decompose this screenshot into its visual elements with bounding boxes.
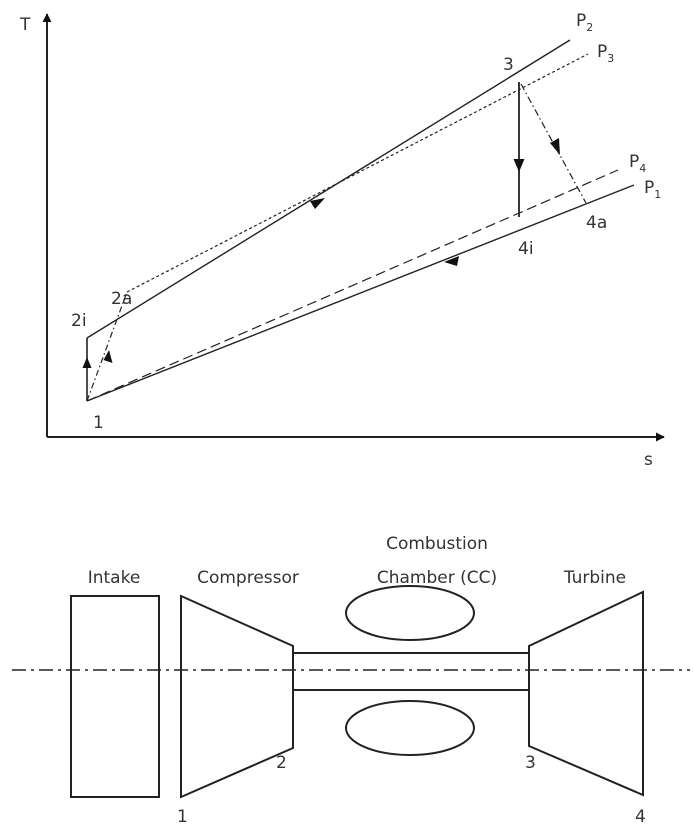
turbine-label: Turbine [563,568,626,588]
compressor-label: Compressor [197,568,299,588]
isobar-label-p2: P2 [576,11,593,34]
compressor-block [180,594,294,799]
combustion-label-line1: Combustion [386,534,488,554]
engine-schematic: Intake Compressor Combustion Chamber (CC… [12,534,690,827]
combustion-label-line2: Chamber (CC) [377,568,497,588]
isobar-p4 [86,169,619,402]
s-axis-label: s [644,450,653,470]
isobar-p3 [126,53,589,293]
state-label-1: 1 [93,413,104,433]
state-label-2i: 2i [71,311,87,331]
arrowhead-expansion [513,159,525,172]
arrowhead-heat-rejection [444,256,459,266]
intake-label: Intake [88,568,141,588]
station-label-3: 3 [525,753,536,773]
state-label-3: 3 [503,55,514,75]
arrowhead-compression [82,357,92,368]
intake-block [70,595,160,798]
station-label-2: 2 [276,753,287,773]
arrowhead-actual-compression [103,350,113,363]
isobar-p1 [86,184,635,402]
state-label-4a: 4a [586,213,607,233]
turbine-block [528,590,644,797]
arrowhead-actual-expansion [550,138,560,155]
combustion-chamber-top [345,585,475,641]
isobar-p2 [86,39,571,339]
state-label-2a: 2a [111,289,132,309]
arrowhead-heat-addition [310,198,325,209]
station-label-1: 1 [177,807,188,827]
isobar-label-p4: P4 [629,152,646,175]
process-3-4a [520,83,587,204]
process-1-2a [86,291,128,402]
ts-diagram: T s 1 2i 2a 3 4i 4a P2 P3 [19,11,665,470]
combustion-chamber-bottom [345,700,475,756]
t-axis-label: T [19,15,31,35]
isobar-label-p1: P1 [644,178,661,201]
isobar-label-p3: P3 [597,42,614,65]
state-label-4i: 4i [518,239,534,259]
station-label-4: 4 [635,807,646,827]
